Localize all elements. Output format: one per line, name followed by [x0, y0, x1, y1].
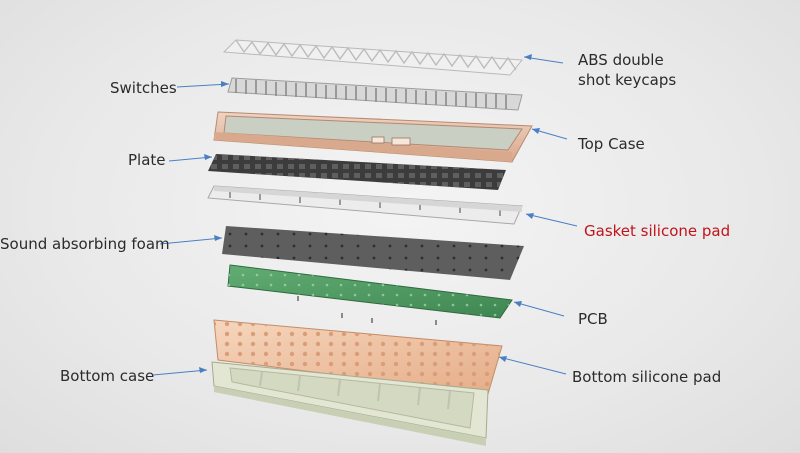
label-foam: Sound absorbing foam — [0, 235, 170, 253]
callout-arrows — [152, 54, 578, 376]
label-gasket: Gasket silicone pad — [584, 222, 731, 240]
label-switches: Switches — [110, 79, 177, 97]
arrow-bottom-pad — [498, 356, 567, 375]
foam-layer — [222, 226, 524, 280]
switches-layer — [227, 77, 523, 111]
arrow-bottom-case — [152, 367, 208, 376]
top-case-layer — [213, 111, 533, 163]
plate-layer — [208, 154, 506, 190]
gasket-pad-layer — [207, 185, 523, 225]
label-keycaps-line2: shot keycaps — [578, 71, 677, 89]
keycaps-layer — [222, 39, 523, 76]
label-bottom-pad: Bottom silicone pad — [572, 368, 722, 386]
label-pcb: PCB — [578, 310, 608, 328]
arrow-gasket — [525, 213, 578, 227]
pcb-layer — [227, 264, 513, 325]
label-plate: Plate — [128, 151, 166, 169]
arrow-top-case — [531, 128, 568, 140]
arrow-foam — [159, 235, 223, 245]
arrow-pcb — [513, 301, 565, 317]
arrow-switches — [176, 81, 230, 88]
bottom-case-layer — [211, 361, 489, 446]
label-bottom-case: Bottom case — [60, 367, 155, 385]
label-top-case: Top Case — [578, 135, 645, 153]
arrow-keycaps — [523, 54, 564, 64]
arrow-plate — [168, 154, 213, 162]
label-keycaps-line1: ABS double — [578, 51, 664, 69]
